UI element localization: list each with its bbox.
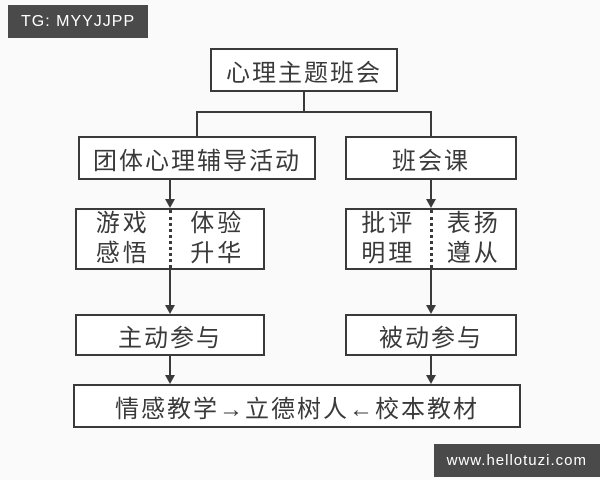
connector-right-4-5: [430, 356, 432, 375]
connector-right-drop: [430, 111, 432, 136]
node-active-participation: 主动参与: [75, 314, 265, 356]
pair-line: 游戏: [95, 210, 150, 237]
arrow-down-icon: [165, 375, 175, 384]
node-class-meeting: 班会课: [345, 136, 517, 180]
pair-column-criticism: 批评 明理: [347, 210, 433, 268]
watermark-telegram: TG: MYYJJPP: [8, 5, 149, 38]
pair-line: 升华: [190, 240, 245, 267]
pair-column-game: 游戏 感悟: [77, 210, 172, 268]
connector-left-4-5: [169, 356, 171, 375]
connector-right-2-3: [430, 180, 432, 199]
pair-column-praise: 表扬 遵从: [433, 210, 516, 268]
node-passive-participation: 被动参与: [345, 314, 517, 356]
connector-branch-bar: [196, 111, 432, 113]
node-criticism-praise-pair: 批评 明理 表扬 遵从: [345, 208, 517, 270]
pair-line: 遵从: [446, 240, 501, 267]
pair-line: 体验: [190, 210, 245, 237]
node-bottom-summary: 情感教学→立德树人←校本教材: [73, 384, 521, 428]
connector-left-2-3: [169, 180, 171, 199]
arrow-down-icon: [165, 305, 175, 314]
node-game-experience-pair: 游戏 感悟 体验 升华: [75, 208, 265, 270]
pair-line: 表扬: [446, 210, 501, 237]
pair-line: 明理: [361, 240, 416, 267]
pair-line: 批评: [361, 210, 416, 237]
pair-column-experience: 体验 升华: [172, 210, 264, 268]
pair-line: 感悟: [95, 240, 150, 267]
watermark-website: www.hellotuzi.com: [433, 444, 600, 477]
node-root-topic: 心理主题班会: [210, 48, 398, 92]
arrow-down-icon: [165, 199, 175, 208]
arrow-down-icon: [426, 305, 436, 314]
connector-left-drop: [196, 111, 198, 136]
connector-right-3-4: [430, 270, 432, 305]
connector-left-3-4: [169, 270, 171, 305]
arrow-down-icon: [426, 375, 436, 384]
arrow-down-icon: [426, 199, 436, 208]
connector-root-stub: [303, 92, 305, 112]
node-group-counseling: 团体心理辅导活动: [78, 136, 316, 180]
